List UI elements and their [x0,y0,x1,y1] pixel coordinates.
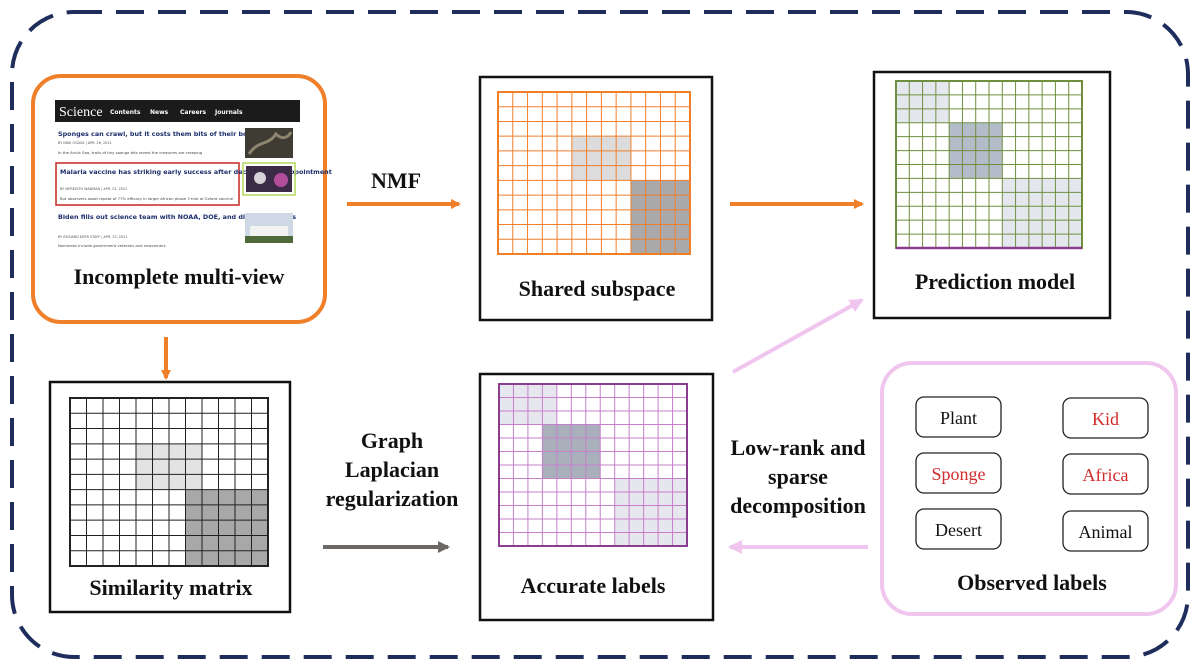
edge-label-graph-laplacian: Graph [361,428,423,453]
article-title: Sponges can crawl, but it costs them bit… [58,130,263,138]
article-image-cave-detail [247,131,293,155]
arrow-accurate-to-prediction [732,298,864,374]
prediction-model-matrix [895,80,1083,250]
edge-label-low-rank: decomposition [730,493,866,518]
article-byline: BY MEREDITH WADMAN | APR. 23, 2021 [60,187,127,191]
matrix-border [497,91,691,255]
observed-tag: Kid [1062,397,1149,439]
node-incomplete-multi-view: Science Contents News Careers Journals S… [31,74,332,324]
science-menu-item: News [150,109,169,116]
article-title: Malaria vaccine has striking early succe… [60,168,332,176]
accurate-labels-matrix [498,383,688,547]
node-similarity-matrix: Similarity matrix [48,380,292,614]
observed-tag-text: Desert [935,520,982,540]
observed-tag: Plant [915,396,1002,438]
article-byline: BY RICHARD KERR STAFF | APR. 23, 2021 [58,235,127,239]
article-blurb: Nominees include government veterans and… [58,243,166,248]
article-byline: BY NIKK OGASA | APR. 26, 2021 [58,141,112,145]
observed-tag: Sponge [915,452,1002,494]
outer-dashed-frame [10,10,1190,659]
article-blurb: But observers await repeat of 77% effica… [60,196,234,201]
label-prediction-model: Prediction model [915,269,1075,294]
science-page-thumbnail: Science Contents News Careers Journals S… [55,100,332,248]
matrix-border [498,383,688,547]
edge-label-low-rank: Low-rank and [730,435,865,460]
observed-tag-text: Africa [1083,465,1129,485]
node-accurate-labels: Accurate labels [478,372,715,622]
science-header-bar [55,100,300,122]
science-logo: Science [59,105,103,120]
science-menu-item: Careers [180,109,207,116]
observed-tag-text: Sponge [932,464,986,484]
node-shared-subspace: Shared subspace [478,75,714,322]
article-blurb: In the Arctic Sea, trails of tiny sponge… [58,150,203,155]
edge-label-low-rank: sparse [768,464,828,489]
label-similarity-matrix: Similarity matrix [89,575,252,600]
label-shared-subspace: Shared subspace [519,276,676,301]
label-accurate-labels: Accurate labels [521,573,666,598]
shared-subspace-matrix [497,91,691,255]
similarity-matrix-grid [69,397,269,567]
node-prediction-model: Prediction model [872,70,1112,320]
observed-tag-text: Animal [1079,522,1133,542]
observed-tag: Africa [1062,453,1149,495]
science-menu-item: Journals [214,109,243,116]
edge-label-nmf: NMF [371,168,421,193]
article-image-building-detail [245,236,293,243]
edge-label-graph-laplacian: regularization [326,486,459,511]
matrix-block [614,478,687,546]
edge-label-graph-laplacian: Laplacian [345,457,439,482]
label-incomplete-multi-view: Incomplete multi-view [74,264,285,289]
node-observed-labels: Plant Kid Sponge Africa Desert Animal Ob… [880,361,1178,616]
article-image-vaccine-detail [254,172,266,184]
label-observed-labels: Observed labels [957,570,1107,595]
matrix-block [185,489,268,566]
article-highlight-box [55,162,240,206]
observed-tag-text: Kid [1092,409,1119,429]
article-image-vaccine-detail [274,173,288,187]
matrix-border [69,397,269,567]
observed-tag: Desert [915,508,1002,550]
science-menu-item: Contents [110,109,141,116]
article-image-building-detail [250,226,288,238]
observed-tag: Animal [1062,510,1149,552]
article-image-cave [245,128,293,158]
article-title: Biden fills out science team with NOAA, … [58,213,296,221]
observed-tag-text: Plant [940,408,977,428]
article-image-highlight-box [242,162,296,196]
